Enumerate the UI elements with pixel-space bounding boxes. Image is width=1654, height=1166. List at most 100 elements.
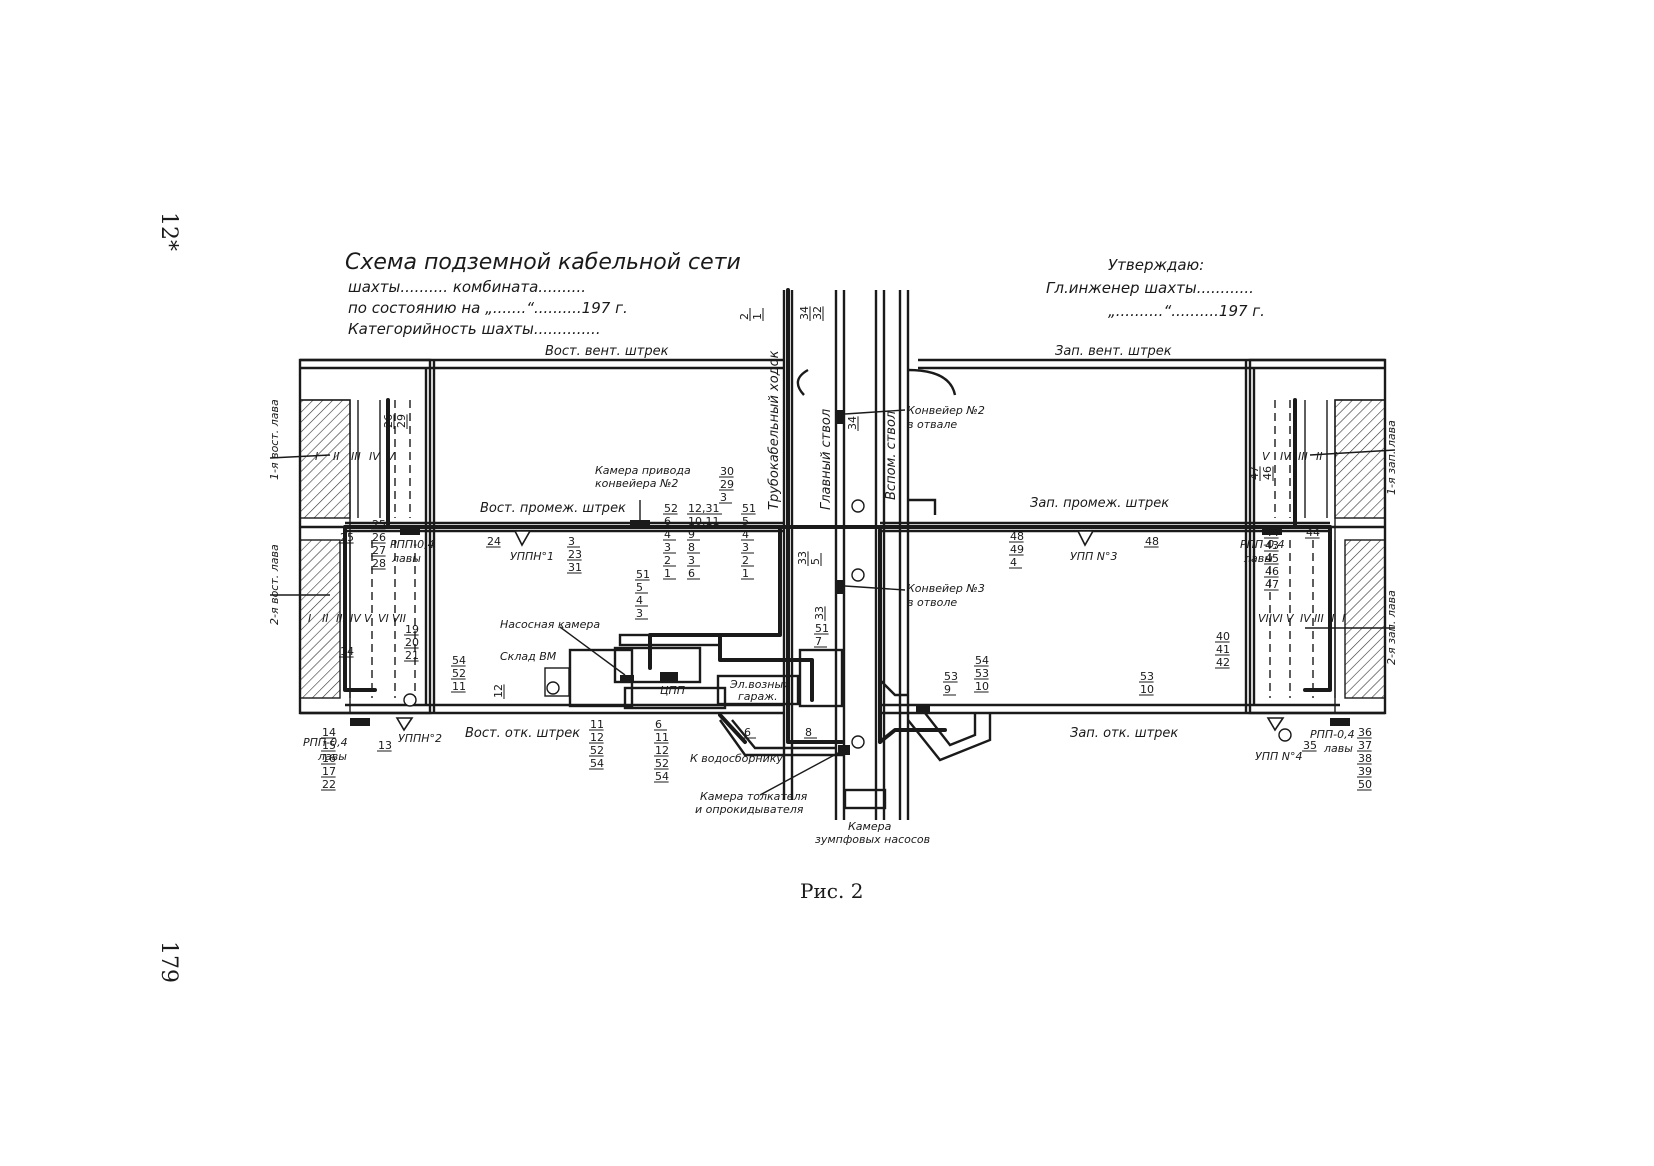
transformer-symbol <box>851 568 865 582</box>
cable-number: 34 <box>798 306 811 320</box>
cable-number: 1 <box>742 567 749 580</box>
cable-number: 24 <box>487 535 501 548</box>
rpp-marker <box>1330 718 1350 726</box>
cable-number: 16 <box>322 752 336 765</box>
label-zap-prom: Зап. промеж. штрек <box>1030 496 1169 511</box>
label-upp1: УППН°1 <box>510 550 554 563</box>
cable-number: 35 <box>1303 739 1317 752</box>
label-nasos: Насосная камера <box>500 618 600 631</box>
cable-number: 9 <box>688 528 695 541</box>
transformer-symbol <box>546 681 560 695</box>
label-zap-otk: Зап. отк. штрек <box>1070 726 1178 741</box>
cable-number: 41 <box>1216 643 1230 656</box>
cable-number: 5 <box>636 581 643 594</box>
label-rpp-sw-sub: лавы <box>1323 742 1353 755</box>
cable-number: 3 <box>568 535 575 548</box>
section-numeral: I <box>1334 450 1337 463</box>
equipment-markers <box>350 410 1350 755</box>
cable-number: 54 <box>452 654 466 667</box>
cable-number: 44 <box>1265 526 1279 539</box>
label-lava-v1: 1-я вост. лава <box>268 399 281 480</box>
cable-number: 14 <box>340 645 354 658</box>
cable-number: 48 <box>1010 530 1024 543</box>
conveyor3-marker <box>835 580 845 594</box>
cable-number: 6 <box>744 726 751 739</box>
cable-number: 25 <box>372 518 386 531</box>
label-rpp-ne: РПП-0,4 <box>390 538 435 551</box>
page-number-bottom: 179 <box>156 941 181 983</box>
label-upp2: УППН°2 <box>398 732 442 745</box>
label-rpp-sw: РПП-0,4 <box>1310 728 1355 741</box>
cable-number: 4 <box>742 528 749 541</box>
section-numeral: VII <box>392 612 406 625</box>
label-glav: Главный ствол <box>819 409 834 510</box>
cable-number: 54 <box>975 654 989 667</box>
upp3-marker <box>1076 530 1095 547</box>
conveyor2-marker <box>835 410 845 424</box>
cable-number: 40 <box>1216 630 1230 643</box>
cable-number: 5 <box>742 515 749 528</box>
cable-number: 6 <box>688 567 695 580</box>
section-numeral: V <box>387 450 396 463</box>
label-vost-prom: Вост. промеж. штрек <box>480 501 626 516</box>
cable-number: 36 <box>1358 726 1372 739</box>
cable-number: 8 <box>805 726 812 739</box>
transformer-symbol <box>851 499 865 513</box>
longwall-faces <box>299 399 1386 699</box>
label-rpp-ne-sub: лавы <box>391 552 421 565</box>
section-numeral: III <box>351 450 361 463</box>
label-conveyor2: Конвейер №2 <box>907 404 985 417</box>
rpp-marker <box>400 527 420 535</box>
cable-number: 20 <box>405 636 419 649</box>
cable-number: 29 <box>395 414 408 428</box>
section-numeral: I <box>315 450 318 463</box>
cable-number: 28 <box>372 557 386 570</box>
cable-number: 9 <box>944 683 951 696</box>
label-cpp: ЦПП <box>660 684 685 697</box>
label-rpp-nw: РПП-0,4 <box>1240 538 1285 551</box>
label-lava-z2: 2-я зап. лава <box>1385 590 1398 665</box>
label-upp3: УПП N°3 <box>1070 550 1117 563</box>
cable-number: 17 <box>322 765 336 778</box>
cable-number: 21 <box>405 649 419 662</box>
conveyor-drive-marker <box>630 520 650 528</box>
cable-number: 52 <box>664 502 678 515</box>
header-line-date: по состоянию на „.......“..........197 г… <box>348 299 628 317</box>
upp1-marker <box>513 530 532 547</box>
section-numeral: IV <box>350 612 362 625</box>
cable-number: 3 <box>636 607 643 620</box>
section-numeral: V <box>364 612 373 625</box>
section-numeral: V <box>1286 612 1295 625</box>
label-tolk: Камера толкателя <box>700 790 808 803</box>
label-zumpf-sub: зумпфовых насосов <box>815 833 930 846</box>
cable-number: 7 <box>815 635 822 648</box>
cable-number: 50 <box>1358 778 1372 791</box>
figure-caption: Рис. 2 <box>800 879 863 903</box>
section-numeral: IV <box>369 450 381 463</box>
cable-number: 53 <box>975 667 989 680</box>
label-lava-v2: 2-я вост. лава <box>268 544 281 625</box>
label-zumpf: Камера <box>848 820 892 833</box>
cable-number: 10 <box>1140 683 1154 696</box>
cable-number: 10,11 <box>688 515 720 528</box>
section-numeral: III <box>1314 612 1324 625</box>
section-numeral: III <box>336 612 346 625</box>
cable-number: 51 <box>636 568 650 581</box>
cable-number: 26 <box>372 531 386 544</box>
cable-number: 52 <box>590 744 604 757</box>
label-vodosbor: К водосборнику <box>690 752 783 765</box>
cable-number: 11 <box>590 718 604 731</box>
diagram-title: Схема подземной кабельной сети <box>345 250 741 275</box>
section-numeral: I <box>308 612 311 625</box>
cable-number: 39 <box>1358 765 1372 778</box>
rpp-marker <box>1262 527 1282 535</box>
cable-number: 3 <box>720 491 727 504</box>
cable-number: 8 <box>688 541 695 554</box>
label-vost-vent: Вост. вент. штрек <box>545 344 669 359</box>
pump-marker <box>620 675 634 683</box>
rpp-marker <box>350 718 370 726</box>
cable-number: 30 <box>720 465 734 478</box>
transformer-symbol <box>1278 728 1292 742</box>
section-numeral: VII <box>1258 612 1272 625</box>
